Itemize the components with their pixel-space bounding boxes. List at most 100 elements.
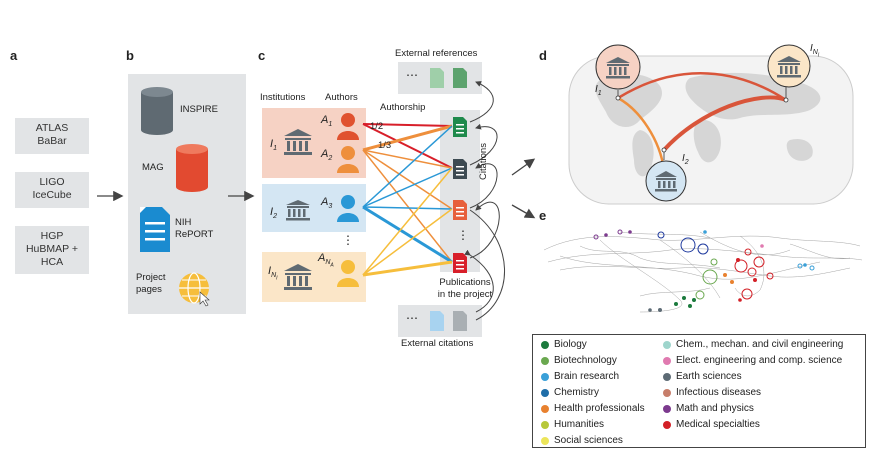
institution-label-n: INI [268, 265, 278, 282]
map-institution-node-in [767, 44, 811, 88]
inspire-label: INSPIRE [180, 104, 219, 115]
legend-label: Earth sciences [676, 371, 742, 382]
author-letter: A [321, 114, 329, 126]
institutions-header: Institutions [260, 92, 306, 103]
legend-item-infectious-diseases: Infectious diseases [663, 387, 761, 398]
panel-label-c: c [258, 48, 266, 63]
legend-swatch [541, 404, 549, 413]
legend-item-humanities: Humanities [541, 419, 604, 430]
publications-line2: in the project [437, 289, 493, 300]
project-name: HuBMAP + [25, 243, 79, 255]
sub-sub: A [330, 262, 334, 269]
legend-swatch [663, 404, 671, 413]
nih-label-line2: RePORT [175, 229, 214, 240]
citations-ellipsis: ⋯ [406, 311, 418, 325]
legend-item-chem-mechan-civil-engineering: Chem., mechan. and civil engineering [663, 339, 843, 350]
legend-item-social-sciences: Social sciences [541, 435, 623, 446]
publication-doc-1 [453, 117, 467, 137]
authors-vdots: ⋮ [342, 233, 354, 247]
nih-report-document-icon [140, 207, 170, 252]
institution-subscript: 1 [273, 145, 277, 153]
node-letter: I [595, 84, 598, 95]
publication-doc-3 [453, 200, 467, 220]
project-pages-line1: Project [136, 272, 166, 283]
legend-label: Health professionals [554, 403, 645, 414]
sub-n: N [325, 259, 331, 267]
person-icon-an [337, 260, 359, 287]
person-icon-a3 [337, 195, 359, 222]
author-letter: A [321, 148, 329, 160]
map-label-i1: I1 [595, 84, 602, 97]
project-pages-line2: pages [136, 284, 162, 295]
nih-label-line1: NIH [175, 217, 192, 228]
legend-swatch [541, 356, 549, 365]
legend-swatch [663, 340, 671, 349]
edge-weight-third: 1/3 [378, 140, 392, 151]
legend-item-medical-specialties: Medical specialties [663, 419, 760, 430]
person-icon-a2 [337, 146, 359, 173]
network-points [604, 230, 807, 312]
legend-label: Biology [554, 339, 587, 350]
legend-swatch [663, 388, 671, 397]
author-label-a3: A3 [321, 196, 332, 210]
legend: Biology Biotechnology Brain research Che… [532, 334, 866, 448]
legend-item-biology: Biology [541, 339, 587, 350]
project-name: HCA [40, 256, 64, 268]
publication-doc-2 [453, 159, 467, 179]
legend-swatch [541, 388, 549, 397]
author-letter: A [318, 252, 326, 264]
map-institution-node-i1 [595, 44, 641, 90]
arrow-c-to-d [511, 158, 536, 176]
legend-swatch [663, 356, 671, 365]
map-label-in: INI [810, 43, 819, 58]
legend-item-earth-sciences: Earth sciences [663, 371, 742, 382]
author-letter: A [321, 196, 329, 208]
building-icon-1 [284, 129, 312, 155]
legend-label: Chemistry [554, 387, 600, 398]
node-subscript: NI [813, 49, 819, 58]
publications-line1: Publications [439, 277, 491, 288]
project-name: LIGO [39, 176, 65, 188]
nih-report-label: NIH RePORT [175, 217, 213, 241]
legend-item-math-physics: Math and physics [663, 403, 754, 414]
author-label-an: ANA [318, 252, 334, 269]
author-label-a2: A2 [321, 148, 332, 162]
legend-label: Brain research [554, 371, 620, 382]
map-link-i1-in [617, 72, 787, 102]
building-icon-2 [286, 200, 310, 221]
project-name: IceCube [32, 189, 72, 201]
legend-item-brain-research: Brain research [541, 371, 619, 382]
legend-item-biotechnology: Biotechnology [541, 355, 617, 366]
legend-swatch [541, 340, 549, 349]
legend-label: Infectious diseases [676, 387, 762, 398]
author-subscript: 1 [328, 121, 333, 129]
external-citation-doc-1 [430, 311, 444, 331]
network-nodes [593, 229, 815, 300]
legend-swatch [541, 372, 549, 381]
project-name: BaBar [37, 135, 67, 147]
legend-swatch [663, 420, 671, 429]
legend-swatch [541, 420, 549, 429]
panel-label-e: e [539, 208, 547, 223]
mag-database-icon [176, 144, 208, 192]
external-citation-doc-2 [453, 311, 467, 331]
legend-label: Medical specialties [676, 419, 760, 430]
panel-label-d: d [539, 48, 547, 63]
legend-label: Math and physics [676, 403, 754, 414]
edge-weight-half: 1/2 [370, 121, 384, 132]
node-letter: I [810, 43, 813, 54]
globe-cursor-icon [179, 272, 210, 307]
institution-letter: I [270, 138, 274, 150]
node-subscript: 1 [597, 90, 602, 97]
panel-label-a: a [10, 48, 18, 63]
legend-swatch [541, 436, 549, 445]
external-reference-doc-2 [453, 68, 467, 88]
project-name: ATLAS [35, 122, 69, 134]
author-label-a1: A1 [321, 114, 332, 128]
authors-header: Authors [325, 92, 358, 103]
institution-subscript: 2 [273, 213, 277, 221]
sub-n: N [271, 272, 277, 280]
authorship-edges [362, 123, 453, 277]
references-ellipsis: ⋯ [406, 68, 418, 82]
legend-item-elect-engineering-comp-science: Elect. engineering and comp. science [663, 355, 842, 366]
